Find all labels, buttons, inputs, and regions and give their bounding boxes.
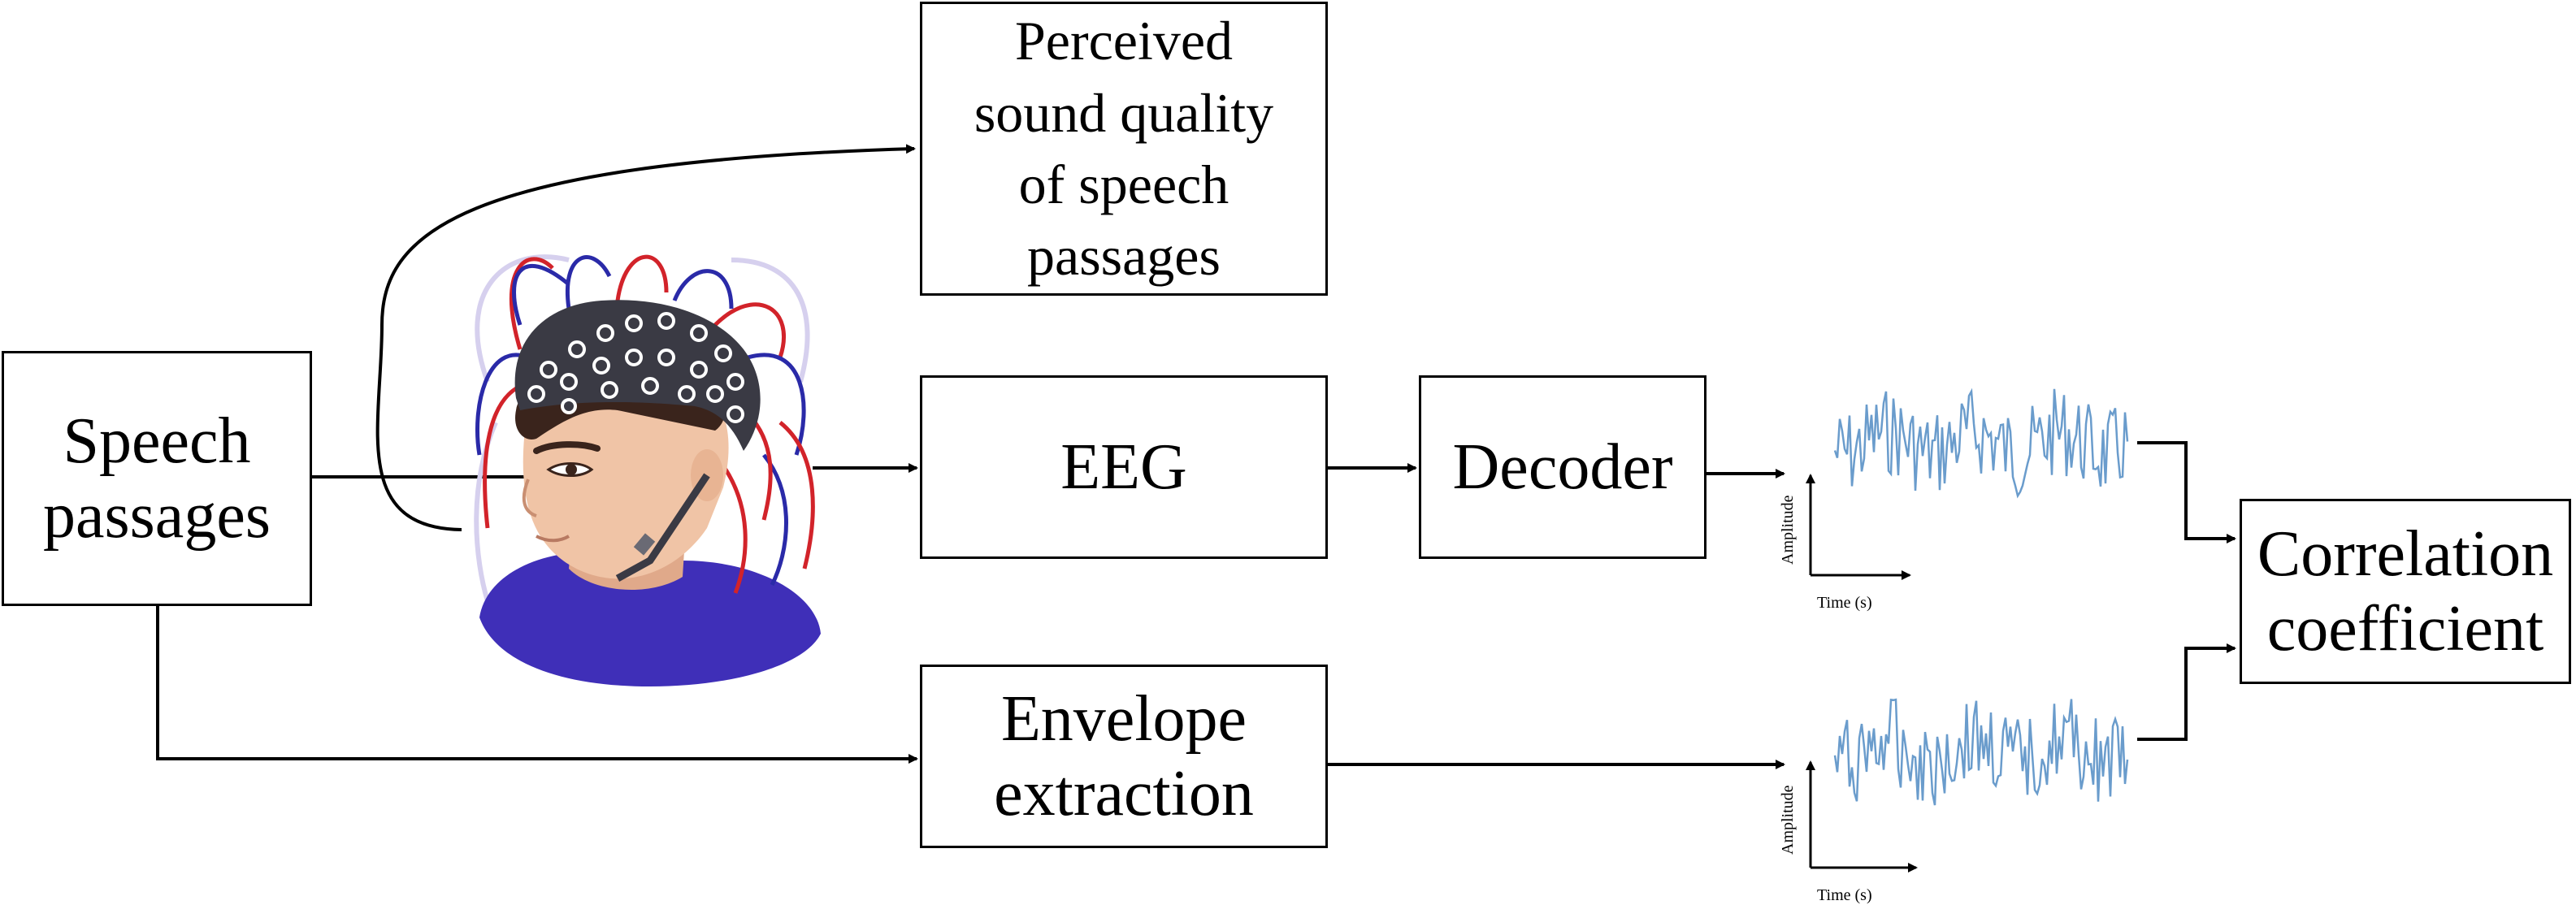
top-plot-x-label: Time (s): [1817, 594, 1872, 612]
decoder-label: Decoder: [1452, 431, 1673, 503]
perceived-quality-line-2: sound quality: [974, 81, 1274, 144]
envelope-extraction-box: Envelope extraction: [920, 665, 1328, 848]
envelope-line-1: Envelope: [1000, 683, 1247, 755]
decoder-box: Decoder: [1419, 375, 1706, 559]
bottom-plot-signal-line: [1833, 698, 2129, 806]
arrow-head-to-quality: [375, 144, 916, 531]
arrow-top-plot-to-correlation: [2137, 441, 2236, 543]
arrow-bottom-plot-to-correlation: [2137, 643, 2236, 741]
perceived-quality-box: Perceived sound quality of speech passag…: [920, 2, 1328, 296]
correlation-line-1: Correlation: [2257, 518, 2554, 590]
envelope-line-2: extraction: [994, 758, 1254, 829]
arrow-speech-to-envelope: [156, 606, 918, 764]
top-plot: Amplitude Time (s): [1779, 388, 2129, 612]
perceived-quality-line-3: of speech: [1018, 154, 1229, 215]
speech-passages-line-2: passages: [43, 480, 271, 552]
shirt: [479, 551, 821, 686]
top-plot-y-label: Amplitude: [1779, 495, 1797, 565]
eeg-label: EEG: [1060, 431, 1187, 503]
eeg-cap-head-icon: [474, 254, 821, 686]
top-plot-signal-line: [1833, 388, 2129, 499]
correlation-coefficient-box: Correlation coefficient: [2240, 499, 2571, 684]
perceived-quality-line-1: Perceived: [1014, 10, 1234, 72]
eeg-box: EEG: [920, 375, 1328, 559]
speech-passages-line-1: Speech: [63, 405, 251, 477]
speech-passages-box: Speech passages: [2, 351, 312, 606]
bottom-plot: Amplitude Time (s): [1779, 698, 2129, 904]
correlation-line-2: coefficient: [2266, 593, 2544, 665]
bottom-plot-x-label: Time (s): [1817, 886, 1872, 904]
perceived-quality-line-4: passages: [1027, 225, 1221, 288]
bottom-plot-y-label: Amplitude: [1779, 785, 1797, 855]
